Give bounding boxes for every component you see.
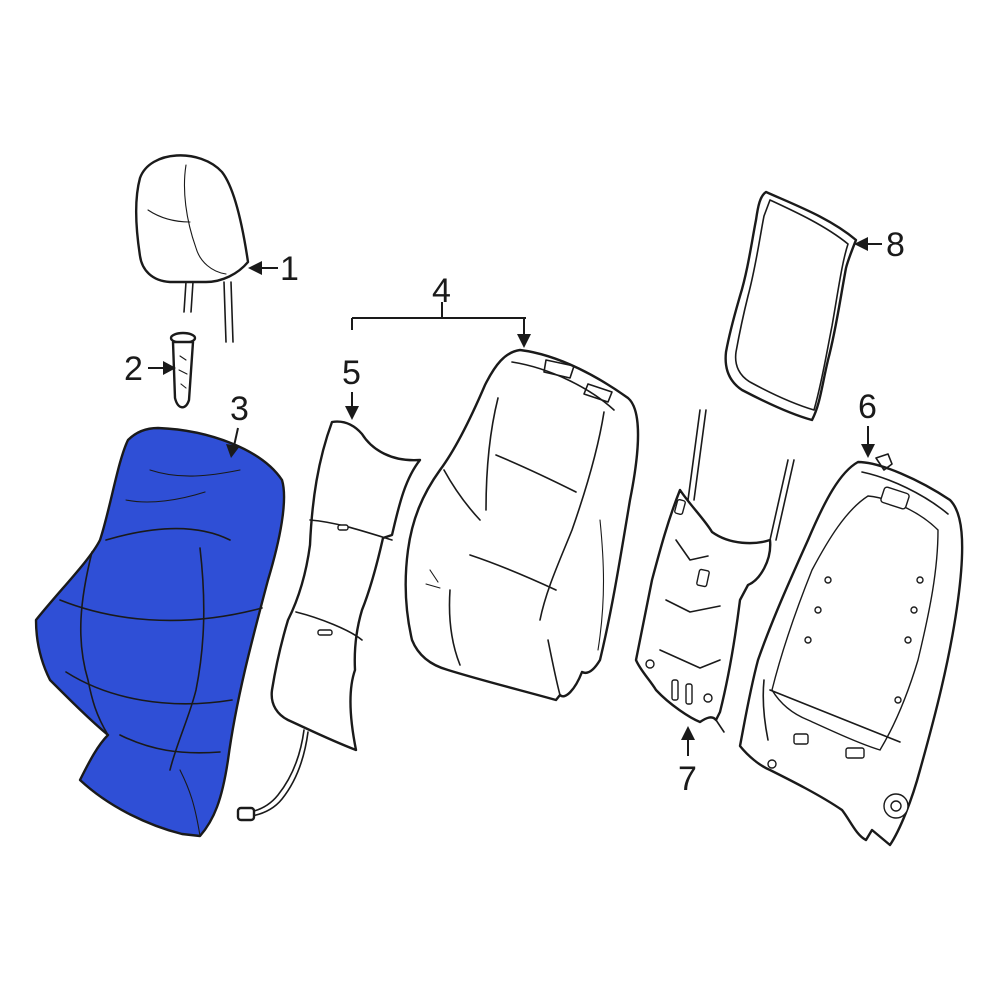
callout-3: 3 (230, 390, 249, 428)
part-5-heater-pad[interactable] (236, 420, 422, 822)
part-1-headrest[interactable] (135, 154, 250, 343)
callout-labels: 1 2 3 4 5 6 7 8 (124, 226, 905, 798)
callout-6: 6 (858, 388, 877, 426)
part-8-rear-panel[interactable] (724, 190, 858, 422)
part-7-lumbar-support[interactable] (634, 409, 795, 733)
callout-7: 7 (678, 760, 697, 798)
part-2-headrest-guide[interactable] (169, 331, 197, 409)
part-6-seat-back-frame[interactable] (738, 453, 964, 847)
part-3-seat-back-cover[interactable] (34, 426, 286, 838)
callout-4: 4 (432, 272, 451, 310)
callout-5: 5 (342, 354, 361, 392)
part-4-seat-back-cushion[interactable] (404, 348, 640, 702)
callout-8: 8 (886, 226, 905, 264)
callout-leaders (148, 237, 882, 756)
callout-1: 1 (280, 250, 299, 288)
callout-2: 2 (124, 350, 143, 388)
